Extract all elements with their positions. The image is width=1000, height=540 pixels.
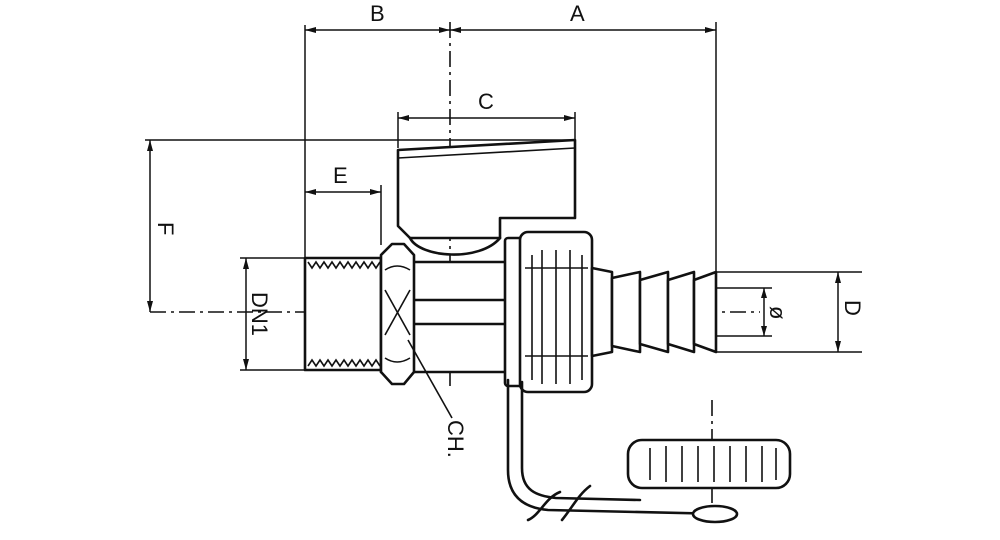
label-f: F [153, 222, 178, 235]
valve-handle [396, 138, 577, 256]
dimension-labels: B A C E F DN1 D ø CH. [153, 1, 865, 458]
label-dn1: DN1 [247, 292, 272, 336]
label-ch: CH. [443, 420, 468, 458]
male-thread [303, 256, 383, 372]
label-b: B [370, 1, 385, 26]
union-nut [503, 230, 594, 394]
label-c: C [478, 89, 494, 114]
label-e: E [333, 163, 348, 188]
label-d: D [840, 300, 865, 316]
label-a: A [570, 1, 585, 26]
hose-barb [590, 266, 718, 358]
dust-cap [626, 438, 792, 490]
dimension-lines [145, 22, 862, 371]
label-phi: ø [765, 306, 790, 319]
hex-nut [379, 242, 453, 419]
cap-chain [506, 378, 739, 524]
